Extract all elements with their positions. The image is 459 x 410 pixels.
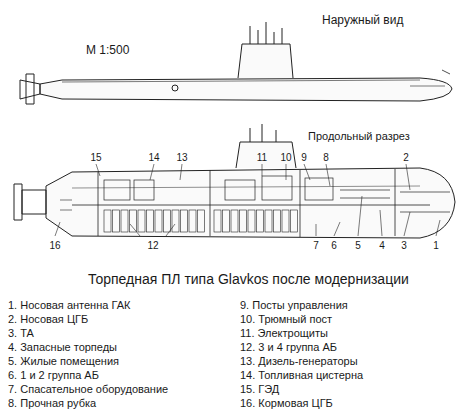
key-entry: 11. Электрощиты — [240, 327, 328, 339]
hull-outline — [40, 78, 452, 101]
key-entry: 4. Запасные торпеды — [8, 341, 117, 353]
key-entry: 1. Носовая антенна ГАК — [8, 299, 130, 311]
propeller — [26, 74, 34, 104]
callout-number: 4 — [379, 240, 385, 251]
callout-number: 5 — [355, 240, 361, 251]
key-entry: 9. Посты управления — [240, 299, 348, 311]
callout-number: 15 — [90, 152, 101, 163]
key-entry: 5. Жилые помещения — [8, 355, 119, 367]
masts — [250, 22, 282, 44]
propeller-section — [14, 184, 22, 220]
view-label: Продольный разрез — [308, 130, 410, 142]
sail-section — [236, 142, 296, 168]
stern-rudder — [20, 80, 40, 99]
callout-number: 2 — [403, 152, 409, 163]
pressure-hull — [46, 168, 455, 238]
callout-number: 7 — [313, 240, 319, 251]
roundel — [172, 85, 178, 91]
title: Торпедная ПЛ типа Glavkos после модерниз… — [88, 272, 409, 287]
callout-number: 8 — [323, 152, 329, 163]
callout-number: 12 — [147, 240, 158, 251]
key-entry: 6. 1 и 2 группа АБ — [8, 369, 99, 381]
view-label: М 1:500 — [86, 44, 129, 57]
callout-number: 9 — [301, 152, 307, 163]
callout-number: 14 — [148, 152, 159, 163]
key-entry: 8. Прочная рубка — [8, 397, 96, 409]
key-entry: 13. Дизель-генераторы — [240, 355, 358, 367]
bulkheads — [98, 169, 395, 237]
callout-number: 16 — [49, 240, 60, 251]
key-entry: 10. Трюмный пост — [240, 313, 332, 325]
key-entry: 15. ГЭД — [240, 383, 279, 395]
key-entry: 14. Топливная цистерна — [240, 369, 363, 381]
callout-number: 13 — [176, 152, 187, 163]
key-entry: 7. Спасательное оборудование — [8, 383, 168, 395]
view-label: Наружный вид — [322, 14, 403, 27]
callout-number: 11 — [257, 152, 267, 163]
callout-number: 6 — [331, 240, 337, 251]
stern-section — [22, 190, 46, 214]
callout-number: 1 — [433, 240, 439, 251]
key-entry: 16. Кормовая ЦГБ — [240, 397, 333, 409]
callout-number: 3 — [401, 240, 407, 251]
torpedo-tubes — [400, 192, 450, 212]
sail — [238, 44, 293, 78]
callout-number: 10 — [280, 152, 291, 163]
key-entry: 3. ТА — [8, 327, 34, 339]
deck-line — [72, 205, 430, 206]
key-entry: 2. Носовая ЦГБ — [8, 313, 88, 325]
key-entry: 12. 3 и 4 группа АБ — [240, 341, 337, 353]
